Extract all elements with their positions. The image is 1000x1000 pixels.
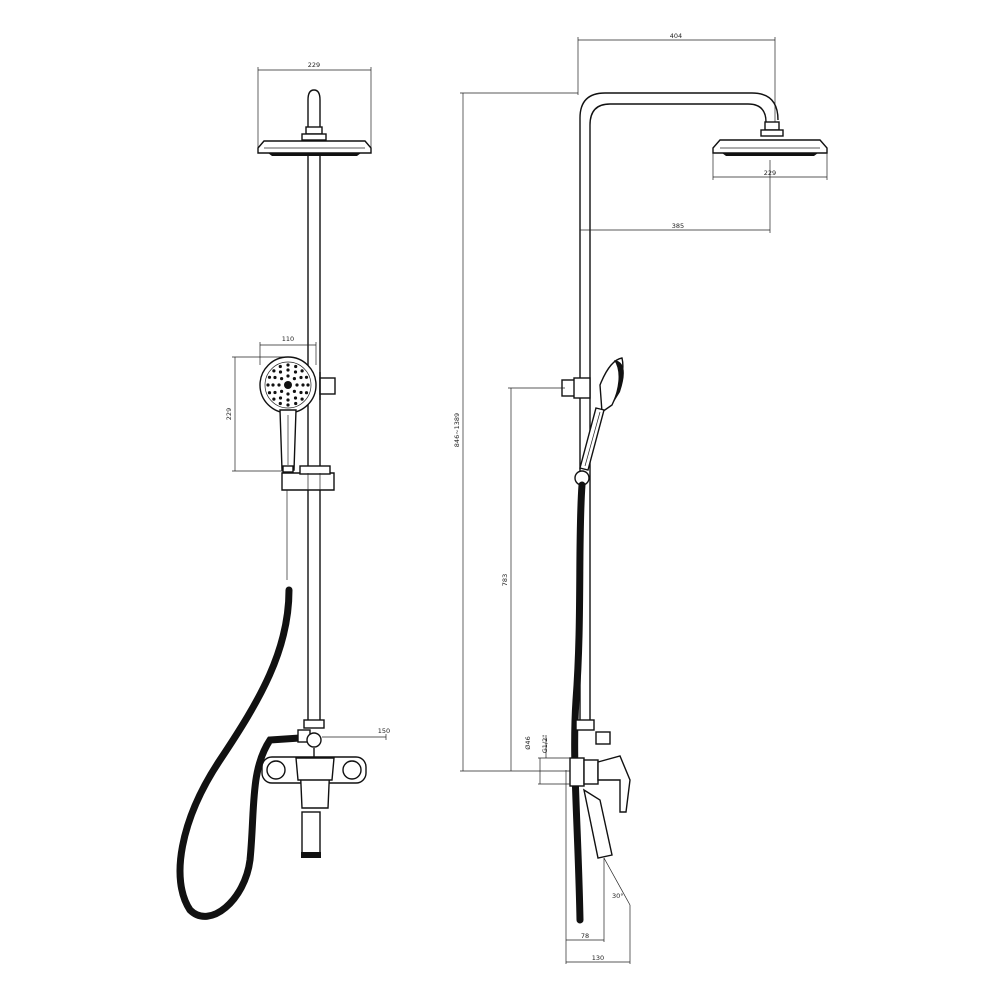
side-shower-arm (579, 92, 784, 720)
dim-side-bottom: 30° 78 130 (565, 770, 631, 964)
nozzle (267, 375, 272, 379)
dim-label: 78 (581, 932, 589, 940)
dim-label: G1/2" (541, 735, 549, 754)
nozzle (280, 389, 284, 393)
nozzle (306, 383, 310, 387)
nozzle (299, 390, 303, 395)
front-rail (307, 156, 321, 720)
nozzle (271, 383, 275, 387)
nozzle (301, 383, 305, 387)
nozzle (286, 392, 290, 396)
side-view: 404 846~1389 229 (453, 32, 828, 964)
nozzle (300, 369, 304, 373)
nozzle (292, 389, 296, 393)
nozzle (286, 368, 290, 372)
nozzle (294, 364, 298, 369)
nozzle (295, 383, 299, 387)
dim-label: 110 (282, 335, 294, 343)
nozzle (304, 375, 309, 379)
nozzle (277, 383, 281, 387)
nozzle (266, 383, 270, 387)
front-rain-head (257, 140, 372, 156)
front-handshower (259, 356, 317, 473)
front-slider (281, 465, 335, 491)
dim-side-height: 846~1389 (453, 92, 580, 772)
dim-label: 150 (378, 727, 390, 735)
dim-label: 30° (612, 892, 624, 900)
dim-label: 229 (225, 408, 233, 420)
nozzle (286, 374, 290, 378)
nozzle (304, 391, 309, 395)
nozzle (294, 401, 298, 406)
front-hose (176, 490, 304, 920)
dim-label: 385 (672, 222, 684, 230)
nozzle (292, 377, 296, 381)
nozzle (272, 397, 276, 401)
nozzle (286, 363, 290, 367)
dim-front-handshower: 110 229 (225, 335, 317, 472)
dim-label: 229 (308, 61, 320, 69)
dim-side-reach: 385 (580, 160, 771, 233)
dim-side-arm-total: 404 (577, 32, 776, 128)
nozzle (280, 377, 284, 381)
nozzle (286, 398, 290, 402)
front-shower-arm (301, 89, 327, 141)
front-upper-holder (319, 372, 336, 400)
side-hose (571, 481, 586, 924)
nozzle (299, 375, 303, 380)
nozzle (286, 403, 290, 407)
front-mixer: 150 (261, 719, 390, 858)
dim-label: 846~1389 (453, 413, 461, 447)
nozzle (293, 370, 298, 374)
nozzle (293, 396, 298, 400)
nozzle (278, 396, 283, 400)
nozzle (278, 370, 283, 374)
nozzle (272, 369, 276, 373)
dim-label: Ø46 (524, 736, 532, 749)
nozzle (278, 364, 282, 369)
dim-label: 783 (501, 574, 509, 586)
dim-label: 130 (592, 954, 604, 962)
nozzle (273, 375, 277, 380)
dim-front-head-width: 229 (257, 61, 372, 153)
nozzle (267, 391, 272, 395)
nozzle (300, 397, 304, 401)
dim-label: 404 (670, 32, 682, 40)
side-mixer: Ø46 G1/2" (524, 719, 631, 859)
nozzle (278, 401, 282, 406)
nozzle (273, 390, 277, 395)
front-view: 229 110 229 (176, 61, 390, 920)
dim-side-holder: 783 (501, 387, 565, 771)
side-handshower (561, 357, 624, 486)
